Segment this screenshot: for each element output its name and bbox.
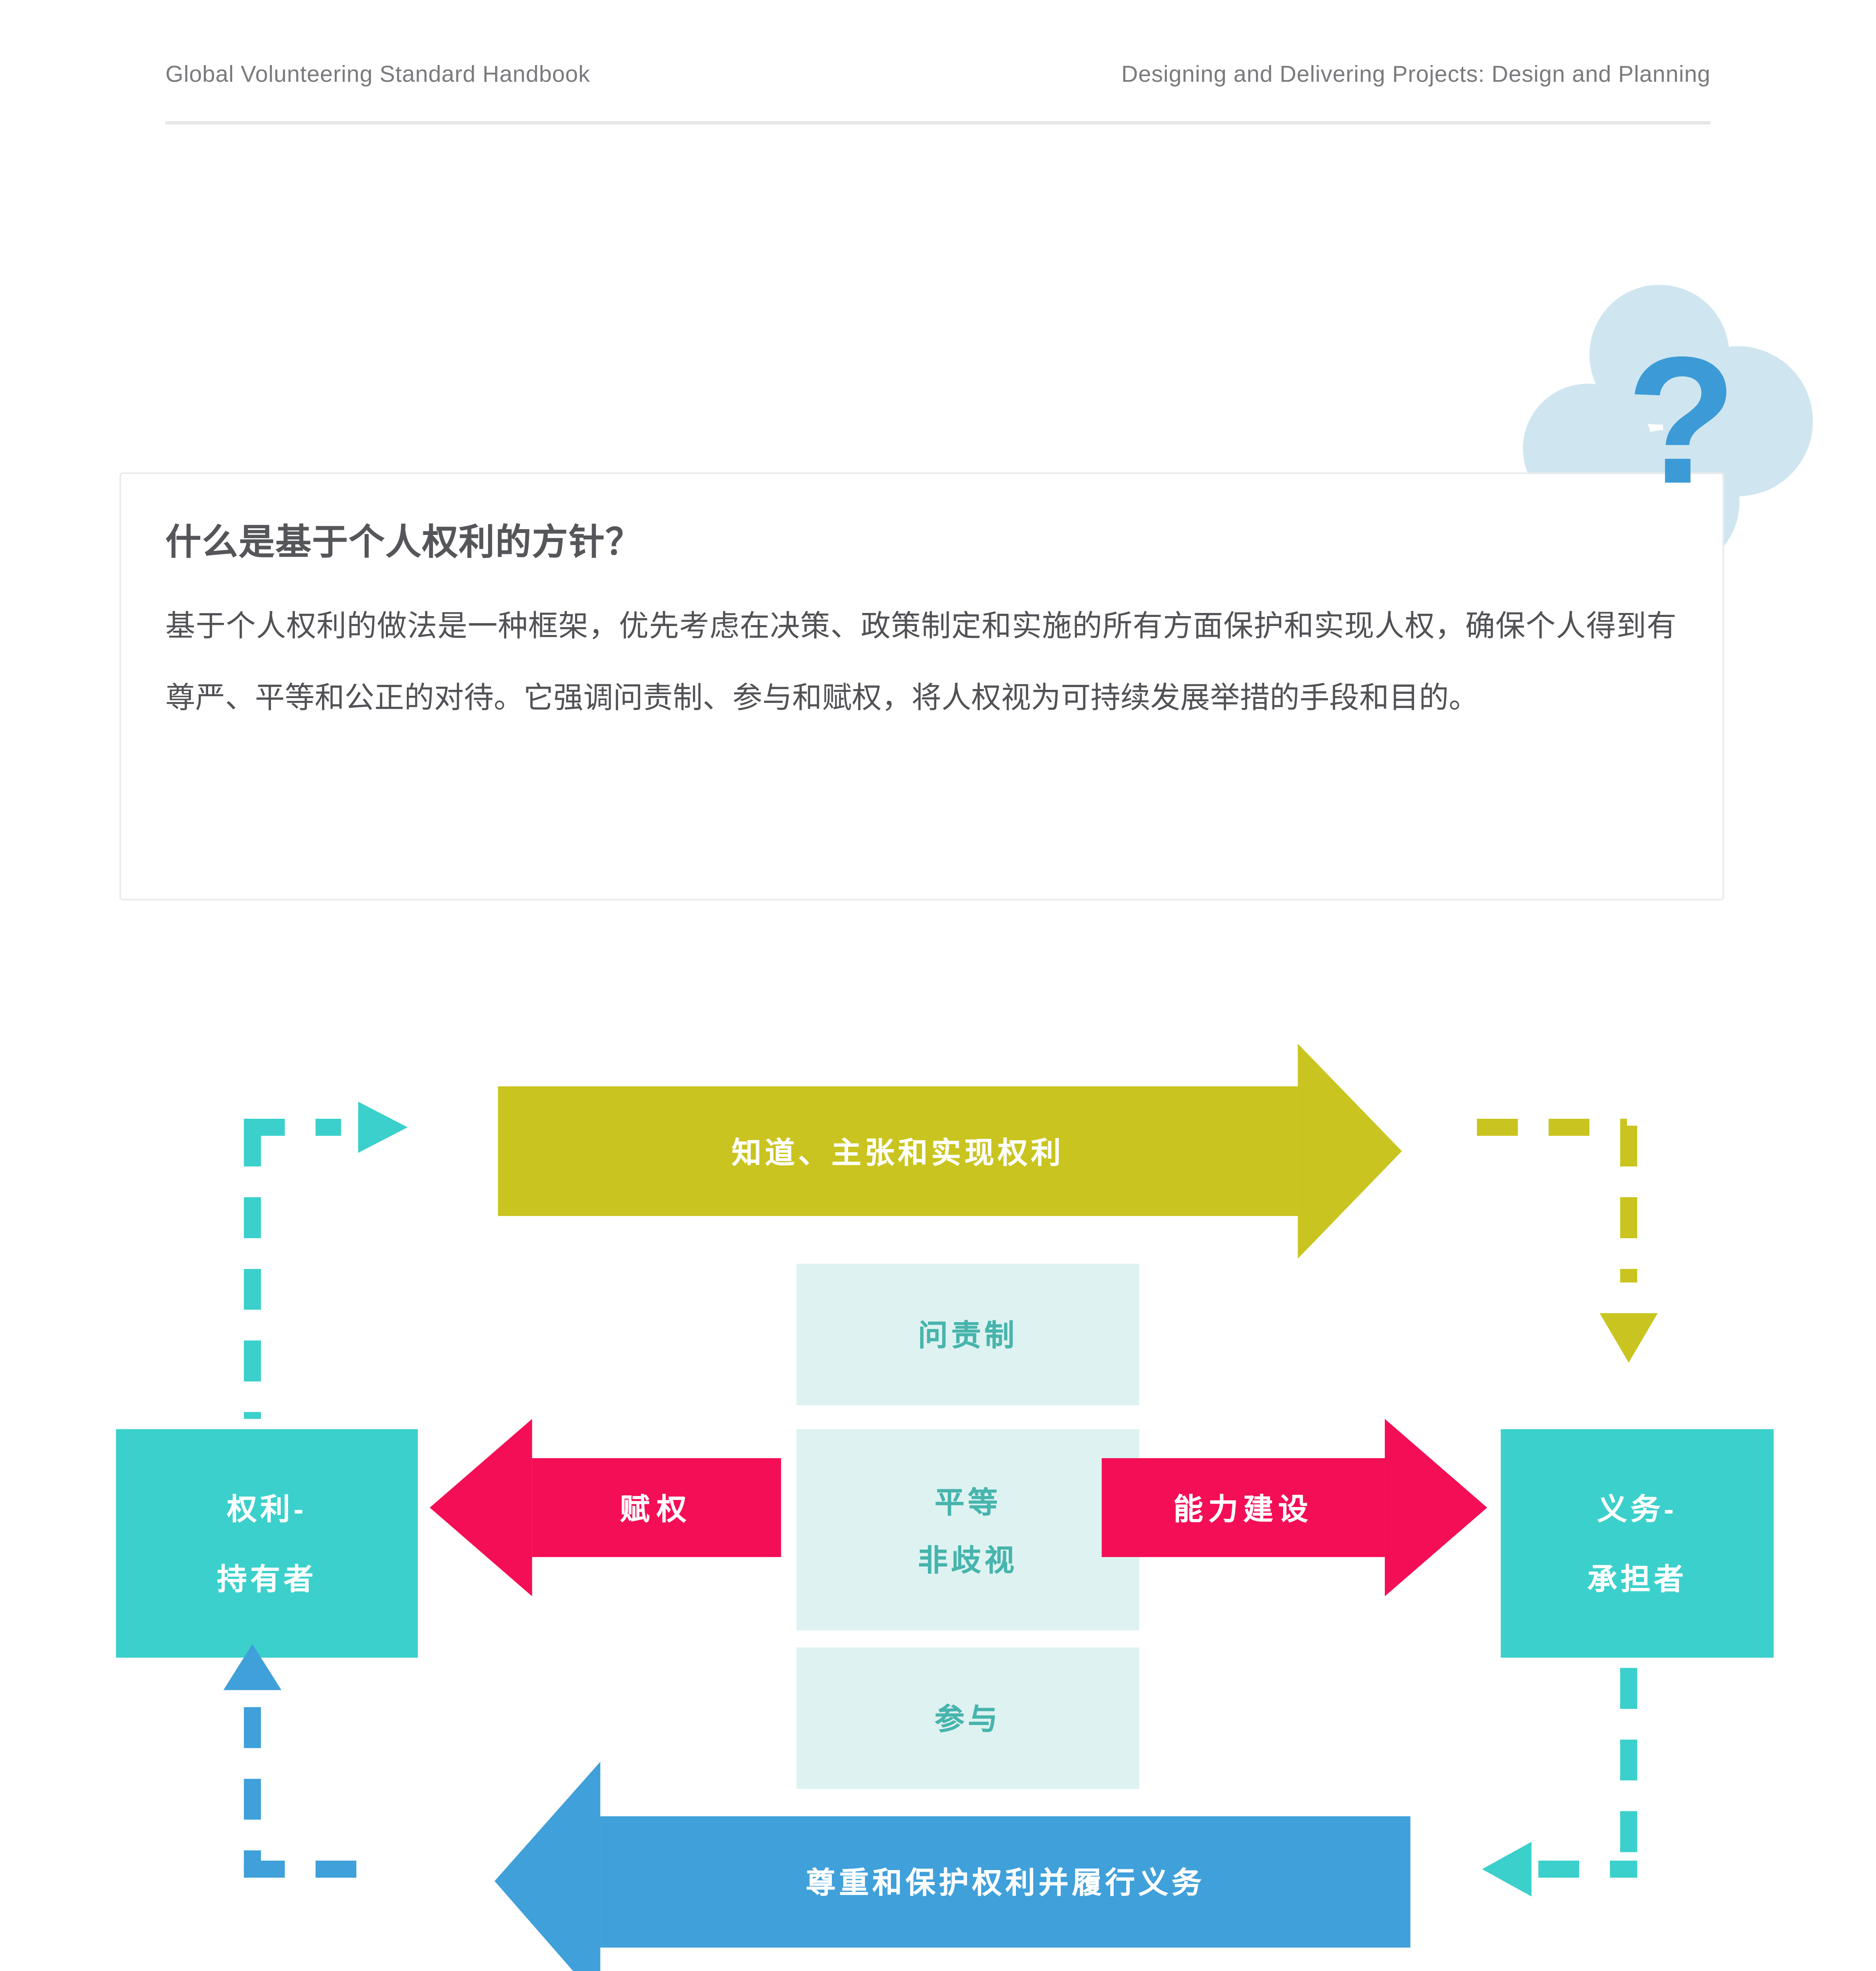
- connector-bottom-right-arrowhead-icon: [1482, 1842, 1532, 1896]
- top-arrow-body: [498, 1086, 1298, 1216]
- empowerment-arrow-body: [532, 1458, 781, 1557]
- connector-top-left-vertical: [244, 1125, 261, 1419]
- empowerment-arrow: 赋权: [430, 1419, 781, 1597]
- top-arrow-head-icon: [1298, 1043, 1402, 1259]
- top-arrow-label: 知道、主张和实现权利: [731, 1135, 1064, 1169]
- rights-holders-line2: 持有者: [217, 1562, 317, 1597]
- bottom-arrow: 尊重和保护权利并履行义务: [494, 1762, 1410, 1971]
- rights-holders-line1: 权利-: [227, 1492, 307, 1527]
- equality-label: 平等: [934, 1485, 1001, 1519]
- question-panel: 什么是基于个人权利的方针？ 基于个人权利的做法是一种框架，优先考虑在决策、政策制…: [119, 472, 1724, 901]
- connector-bottom-right-vertical: [1620, 1668, 1638, 1869]
- equality-non-discrimination-box: 平等 非歧视: [796, 1429, 1139, 1630]
- connector-top-right-horizontal: [1477, 1119, 1627, 1136]
- capacity-building-arrow-label: 能力建设: [1173, 1491, 1313, 1526]
- rights-holders-box: 权利- 持有者: [116, 1429, 418, 1658]
- connector-bottom-left-horizontal: [244, 1860, 380, 1878]
- accountability-label: 问责制: [918, 1318, 1018, 1353]
- panel-title: 什么是基于个人权利的方针？: [165, 523, 642, 563]
- connector-bottom-left-vertical: [244, 1707, 261, 1869]
- header-divider: [165, 121, 1711, 124]
- connector-top-right-vertical: [1620, 1125, 1638, 1283]
- accountability-box: 问责制: [796, 1263, 1139, 1405]
- participation-label: 参与: [934, 1702, 1001, 1736]
- bottom-arrow-head-icon: [494, 1762, 600, 1971]
- connector-top-right-arrowhead-icon: [1600, 1313, 1658, 1363]
- empowerment-arrow-label: 赋权: [620, 1491, 693, 1526]
- connector-top-left-arrowhead-icon: [358, 1101, 408, 1153]
- duty-bearers-line1: 义务-: [1597, 1492, 1677, 1527]
- bottom-arrow-label: 尊重和保护权利并履行义务: [806, 1865, 1205, 1900]
- panel-body-text: 基于个人权利的做法是一种框架，优先考虑在决策、政策制定和实施的所有方面保护和实现…: [165, 609, 1677, 715]
- empowerment-arrow-head-icon: [430, 1419, 532, 1597]
- duty-bearers-line2: 承担者: [1587, 1562, 1687, 1597]
- header-left-title: Global Volunteering Standard Handbook: [165, 61, 591, 87]
- capacity-building-arrow-body: [1101, 1458, 1385, 1557]
- non-discrimination-label: 非歧视: [918, 1543, 1018, 1577]
- participation-box: 参与: [796, 1647, 1139, 1789]
- capacity-building-arrow-head-icon: [1384, 1419, 1487, 1597]
- duty-bearers-box: 义务- 承担者: [1501, 1429, 1774, 1658]
- capacity-building-arrow: 能力建设: [1101, 1419, 1487, 1597]
- top-arrow: 知道、主张和实现权利: [498, 1043, 1402, 1259]
- bottom-arrow-body: [600, 1816, 1410, 1948]
- connector-bottom-left-arrowhead-icon: [223, 1644, 281, 1690]
- question-mark-icon: ?: [1626, 320, 1737, 522]
- connector-bottom-right-horizontal: [1538, 1860, 1638, 1878]
- header-right-title: Designing and Delivering Projects: Desig…: [1121, 61, 1711, 87]
